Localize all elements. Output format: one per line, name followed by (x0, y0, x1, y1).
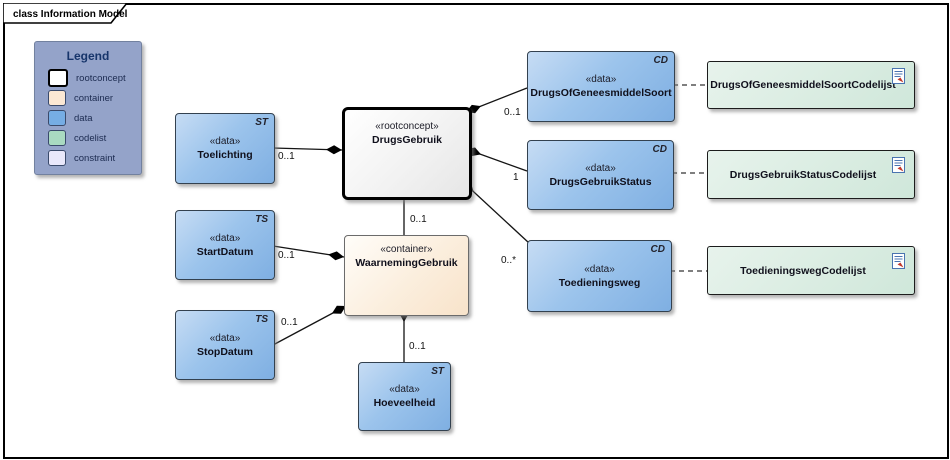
stereotype-label: «data» (209, 232, 241, 244)
legend-item-data: data (35, 108, 141, 128)
frame-title: class Information Model (13, 9, 128, 20)
codelist-box-drugsofgeneesmiddelsoortcodelijst[interactable]: DrugsOfGeneesmiddelSoortCodelijst (707, 61, 915, 109)
legend-item-label: codelist (74, 132, 107, 144)
multiplicity-waarneminggebruik: 0..1 (410, 214, 427, 225)
class-box-drugsofgeneesmiddelsoort[interactable]: CD «data» DrugsOfGeneesmiddelSoort (527, 51, 675, 122)
edge-drugsgebruik-toedieningsweg[interactable] (461, 180, 530, 244)
codelist-name: DrugsOfGeneesmiddelSoortCodelijst (710, 79, 896, 91)
edge-drugsgebruik-drugsgebruikstatus[interactable] (465, 147, 528, 172)
container-swatch (48, 90, 66, 106)
type-tag: TS (255, 214, 268, 225)
multiplicity-drugsofgeneesmiddelsoort: 0..1 (504, 107, 521, 118)
data-swatch (48, 110, 66, 126)
class-box-drugsgebruik[interactable]: «rootconcept» DrugsGebruik (342, 107, 472, 200)
edge-drugsgebruik-toelichting[interactable] (272, 145, 343, 155)
legend-item-constraint: constraint (35, 148, 141, 168)
type-tag: CD (650, 244, 665, 255)
class-box-waarneminggebruik[interactable]: «container» WaarnemingGebruik (344, 235, 469, 316)
codelist-box-drugsgebruikstatuscodelijst[interactable]: DrugsGebruikStatusCodelijst (707, 150, 915, 199)
class-name: WaarnemingGebruik (355, 257, 458, 269)
class-box-startdatum[interactable]: TS «data» StartDatum (175, 210, 275, 280)
diagram-frame (3, 3, 949, 459)
class-name: StartDatum (196, 245, 254, 258)
class-name: DrugsOfGeneesmiddelSoort (530, 87, 672, 99)
legend-item-label: container (74, 92, 114, 104)
type-tag: CD (652, 144, 667, 155)
class-name: Toelichting (197, 149, 253, 161)
stereotype-label: «data» (209, 136, 241, 147)
stereotype-label: «data» (209, 332, 241, 344)
class-name: StopDatum (197, 345, 253, 358)
stereotype-label: «data» (585, 162, 616, 174)
class-box-drugsgebruikstatus[interactable]: CD «data» DrugsGebruikStatus (527, 140, 674, 210)
legend-item-label: data (74, 112, 93, 124)
type-tag: ST (255, 117, 268, 128)
type-tag: CD (653, 55, 668, 66)
codelist-name: DrugsGebruikStatusCodelijst (729, 168, 877, 181)
constraint-swatch (48, 150, 66, 166)
multiplicity-hoeveelheid: 0..1 (409, 341, 426, 352)
stereotype-label: «data» (585, 74, 617, 85)
codelist-name: ToedieningswegCodelijst (740, 264, 866, 277)
edge-waarneminggebruik-stopdatum[interactable] (272, 305, 347, 346)
frame-tab: class Information Model (2, 2, 133, 24)
multiplicity-toedieningsweg: 0..* (501, 255, 517, 266)
legend-item-rootconcept: rootconcept (35, 68, 141, 88)
legend-title: Legend (66, 49, 110, 63)
legend-item-label: rootconcept (76, 72, 126, 84)
class-name: DrugsGebruik (371, 134, 442, 146)
stereotype-label: «data» (584, 263, 615, 275)
frame-tab-shape (2, 2, 129, 24)
class-box-hoeveelheid[interactable]: ST «data» Hoeveelheid (358, 362, 451, 431)
legend-item-label: constraint (74, 152, 116, 164)
legend-item-container: container (35, 88, 141, 108)
multiplicity-stopdatum: 0..1 (281, 317, 298, 328)
class-box-stopdatum[interactable]: TS «data» StopDatum (175, 310, 275, 380)
edge-waarneminggebruik-startdatum[interactable] (272, 245, 345, 261)
rootconcept-swatch (48, 69, 68, 87)
type-tag: TS (255, 314, 268, 325)
type-tag: ST (431, 366, 444, 377)
class-name: DrugsGebruikStatus (549, 175, 652, 188)
stereotype-label: «container» (380, 244, 433, 255)
document-icon (892, 157, 905, 173)
document-icon (892, 253, 905, 269)
class-box-toelichting[interactable]: ST «data» Toelichting (175, 113, 275, 184)
document-icon (892, 68, 905, 84)
codelist-box-toedieningswegcodelijst[interactable]: ToedieningswegCodelijst (707, 246, 915, 295)
multiplicity-drugsgebruikstatus: 1 (513, 172, 519, 183)
edge-drugsgebruik-drugsofgeneesmiddelsoort[interactable] (465, 87, 528, 114)
multiplicity-toelichting: 0..1 (278, 151, 295, 162)
stereotype-label: «rootconcept» (375, 121, 439, 132)
class-name: Toedieningsweg (558, 276, 641, 289)
multiplicity-startdatum: 0..1 (278, 250, 295, 261)
class-name: Hoeveelheid (373, 397, 436, 409)
codelist-swatch (48, 130, 66, 146)
legend: Legend rootconcept container data codeli… (34, 41, 142, 175)
class-box-toedieningsweg[interactable]: CD «data» Toedieningsweg (527, 240, 672, 312)
legend-item-codelist: codelist (35, 128, 141, 148)
stereotype-label: «data» (389, 384, 420, 395)
